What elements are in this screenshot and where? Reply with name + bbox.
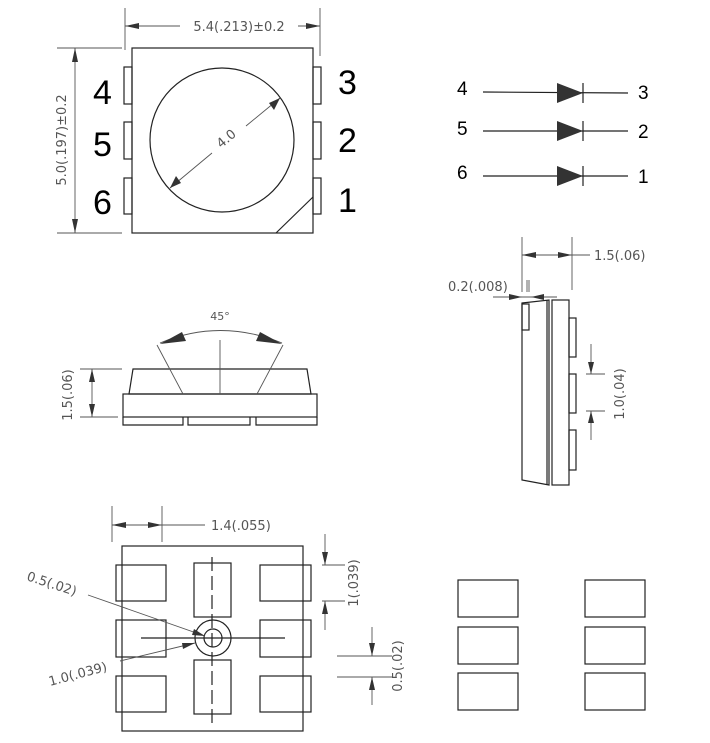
side-view: 45° 1.5(.06) <box>61 310 318 426</box>
pcb-footprint <box>457 579 646 711</box>
pin-label: 5 <box>93 126 112 164</box>
svg-text:2: 2 <box>638 122 649 143</box>
height-dimension: 5.0(.197)±0.2 <box>55 94 70 185</box>
svg-text:5: 5 <box>457 119 468 140</box>
pad-width-dimension: 1.4(.055) <box>211 519 271 534</box>
top-view: 4 5 6 3 2 1 5.4(.213)±0.2 5.0(.197)±0.2 … <box>55 8 357 234</box>
end-view: 1.5(.06) 0.2(.008) 1.0(.04) <box>448 237 646 486</box>
diode-6-1: 6 1 <box>457 163 649 188</box>
pad-height-dimension: 1(.039) <box>347 559 362 606</box>
svg-text:3: 3 <box>638 83 649 104</box>
pin-label: 4 <box>93 74 112 112</box>
diode-5-2: 5 2 <box>457 119 649 143</box>
svg-text:6: 6 <box>457 163 468 184</box>
width-dimension: 1.5(.06) <box>594 249 646 264</box>
pitch-dimension: 1.0(.04) <box>613 368 628 420</box>
polarity-mark <box>275 196 314 234</box>
angle-label: 45° <box>210 310 230 323</box>
diode-icon <box>557 166 583 186</box>
pin-label: 2 <box>338 122 357 160</box>
outer-circle-dimension: 1.0(.039) <box>47 660 109 690</box>
pin-label: 1 <box>338 182 357 220</box>
schematic: 4 3 5 2 6 1 <box>457 79 649 188</box>
bottom-view: 1.4(.055) 1(.039) 0.5(.02) 0.5(.02) 1.0(… <box>25 506 406 732</box>
diode-4-3: 4 3 <box>457 79 649 104</box>
inner-circle-dimension: 0.5(.02) <box>25 570 79 600</box>
height-dimension: 1.5(.06) <box>61 369 76 421</box>
lens-circle <box>149 67 295 213</box>
gap-dimension: 0.5(.02) <box>391 640 406 692</box>
diode-icon <box>557 121 583 141</box>
pin-label: 3 <box>338 64 357 102</box>
svg-text:4: 4 <box>457 79 468 100</box>
pin-label: 6 <box>93 184 112 222</box>
lip-dimension: 0.2(.008) <box>448 280 508 295</box>
svg-text:1: 1 <box>638 167 649 188</box>
width-dimension: 5.4(.213)±0.2 <box>193 20 284 35</box>
lens-dimension: 4.0 <box>214 127 239 152</box>
diode-icon <box>557 83 583 103</box>
